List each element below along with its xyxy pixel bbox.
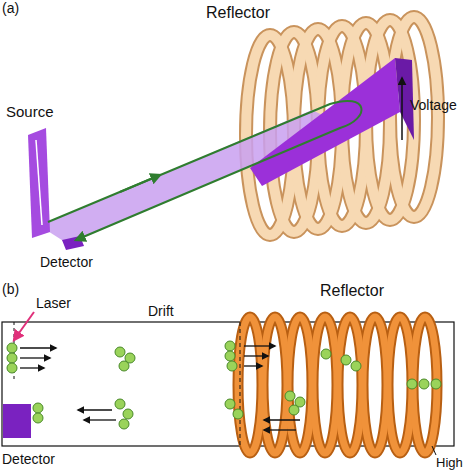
source-plate [28,128,50,238]
panel-letter: (a) [2,1,19,16]
panel-letter: (b) [2,282,19,297]
part-label: Source [6,104,54,121]
high-leader [432,446,436,455]
ion-arrows [20,346,300,430]
part-label: Voltage [410,98,457,113]
part-label: Detector [40,255,93,270]
part-label: Drift [148,304,174,319]
laser-beam [14,312,34,340]
part-label: High [436,456,463,470]
grid-line [240,322,241,446]
ion-path [48,101,362,240]
part-label: Laser [36,296,71,311]
ion-beam-plane [40,110,345,244]
ions [7,341,441,429]
detector-box [3,404,31,438]
part-label: Reflector [206,4,270,22]
reflector-plate [250,58,400,186]
part-label: Detector [2,452,55,467]
voltage-arrow [401,78,403,140]
reflector-rings-b [238,317,437,453]
part-label: Reflector [320,282,384,300]
